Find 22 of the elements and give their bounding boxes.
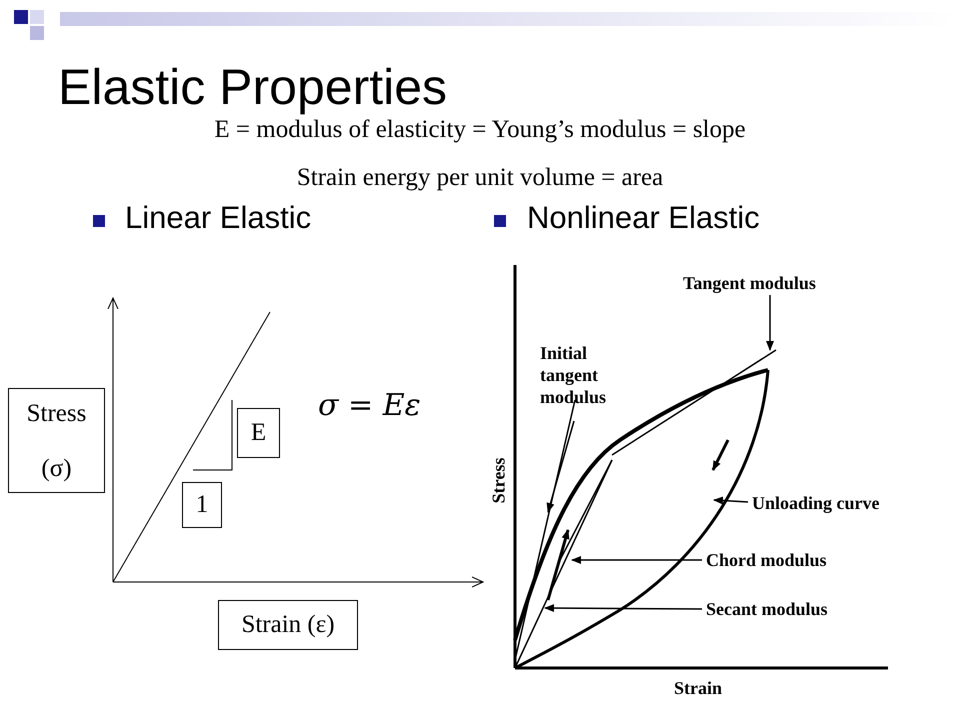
leader-line xyxy=(546,420,575,513)
formula-text: E = modulus of elasticity = Young’s modulus = slope xyxy=(213,116,747,144)
slope-label-box: E xyxy=(237,408,280,458)
leader-line xyxy=(544,604,702,612)
callout-label: Initial tangent modulus xyxy=(540,342,632,408)
slope-label-box: 1 xyxy=(182,482,222,528)
leader-line xyxy=(766,295,774,351)
axis-label-box: Stress (σ) xyxy=(8,388,105,493)
callout-label: Secant modulus xyxy=(706,598,866,620)
callout-label: Chord modulus xyxy=(706,549,866,571)
axis-label: Stress xyxy=(488,458,510,504)
equation: σ = Eε xyxy=(318,388,421,423)
bullet-heading: Nonlinear Elastic xyxy=(527,200,760,236)
callout-label: Unloading curve xyxy=(752,492,932,514)
formula-text: Strain energy per unit volume = area xyxy=(296,164,664,192)
axis-label-box: Strain (ε) xyxy=(218,600,358,650)
leader-line xyxy=(713,496,748,505)
axis-label: Strain xyxy=(674,678,722,699)
slide-title: Elastic Properties xyxy=(58,58,448,116)
leader-line xyxy=(571,556,702,564)
callout-label: Tangent modulus xyxy=(683,272,873,294)
bullet-heading: Linear Elastic xyxy=(125,200,312,236)
